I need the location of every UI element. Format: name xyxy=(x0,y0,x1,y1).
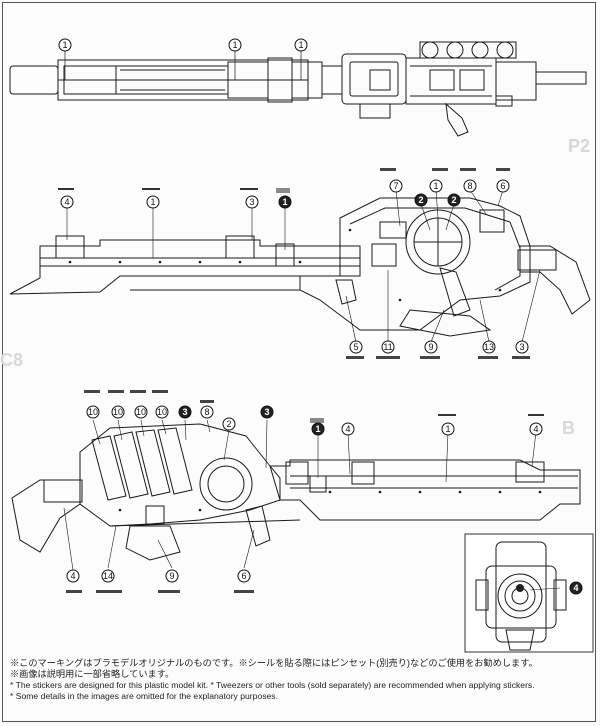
svg-text:1: 1 xyxy=(315,424,320,434)
note-sticker-ja: ※このマーキングはプラモデルオリジナルのものです。※シールを貼る際にはピンセット… xyxy=(10,658,538,668)
side-view-weapon-drawing-alt xyxy=(11,419,581,571)
svg-text:14: 14 xyxy=(103,571,113,581)
svg-text:1: 1 xyxy=(445,424,450,434)
callout-mid-4: 1 xyxy=(278,195,292,209)
svg-text:13: 13 xyxy=(484,342,494,352)
svg-text:4: 4 xyxy=(64,197,69,207)
callout-bot-11: 1 xyxy=(441,422,455,436)
svg-text:1: 1 xyxy=(282,197,287,207)
callout-bot-16: 6 xyxy=(237,569,251,583)
svg-text:11: 11 xyxy=(383,342,392,352)
side-view-weapon-drawing xyxy=(9,189,591,343)
svg-text:5: 5 xyxy=(353,342,358,352)
svg-text:9: 9 xyxy=(428,342,433,352)
callout-bot-1: 10 xyxy=(86,405,100,419)
callout-mid-10: 6 xyxy=(496,179,510,193)
svg-text:3: 3 xyxy=(182,407,187,417)
svg-text:10: 10 xyxy=(136,407,146,417)
callout-mid-5: 7 xyxy=(389,179,403,193)
callout-top-3: 1 xyxy=(294,38,308,52)
svg-text:4: 4 xyxy=(345,424,350,434)
callout-bot-15: 9 xyxy=(165,569,179,583)
callout-bot-13: 4 xyxy=(66,569,80,583)
callout-mid-1: 4 xyxy=(60,195,74,209)
callout-mid-11: 5 xyxy=(349,340,363,354)
svg-text:2: 2 xyxy=(451,195,456,205)
callout-bot-2: 10 xyxy=(111,405,125,419)
callout-bot-8: 3 xyxy=(260,405,274,419)
svg-text:10: 10 xyxy=(88,407,98,417)
svg-text:1: 1 xyxy=(62,40,67,50)
note-sticker-en: * The stickers are designed for this pla… xyxy=(10,680,535,690)
ghost-mark: C8 xyxy=(0,350,24,370)
svg-text:6: 6 xyxy=(500,181,505,191)
callout-bot-14: 14 xyxy=(101,569,115,583)
ghost-mark: P2 xyxy=(568,136,591,156)
callout-top-1: 1 xyxy=(58,38,72,52)
callout-inset: 4 xyxy=(569,581,583,595)
svg-text:1: 1 xyxy=(433,181,438,191)
callout-bot-6: 8 xyxy=(200,405,214,419)
svg-text:3: 3 xyxy=(264,407,269,417)
svg-text:3: 3 xyxy=(249,197,254,207)
callout-mid-9: 8 xyxy=(463,179,477,193)
top-view-weapon-drawing xyxy=(9,41,587,137)
ghost-mark: B xyxy=(562,418,575,438)
note-omitted-ja: ※画像は説明用に一部省略しています。 xyxy=(10,669,175,679)
callout-mid-12: 11 xyxy=(381,340,395,354)
callout-bot-9: 1 xyxy=(311,422,325,436)
svg-text:8: 8 xyxy=(204,407,209,417)
svg-text:8: 8 xyxy=(467,181,472,191)
svg-text:2: 2 xyxy=(418,195,423,205)
front-view-inset xyxy=(464,533,594,653)
svg-text:6: 6 xyxy=(241,571,246,581)
svg-text:4: 4 xyxy=(70,571,75,581)
callout-mid-7: 1 xyxy=(429,179,443,193)
callout-bot-4: 10 xyxy=(155,405,169,419)
callout-bot-5: 3 xyxy=(178,405,192,419)
callout-mid-3: 3 xyxy=(245,195,259,209)
svg-text:10: 10 xyxy=(113,407,123,417)
svg-text:3: 3 xyxy=(519,342,524,352)
svg-text:10: 10 xyxy=(157,407,167,417)
note-omitted-en: * Some details in the images are omitted… xyxy=(10,691,278,701)
callout-mid-13: 9 xyxy=(424,340,438,354)
notes-block: ※このマーキングはプラモデルオリジナルのものです。※シールを貼る際にはピンセット… xyxy=(10,658,590,702)
callout-mid-6: 2 xyxy=(414,193,428,207)
svg-text:9: 9 xyxy=(169,571,174,581)
svg-text:7: 7 xyxy=(393,181,398,191)
svg-text:1: 1 xyxy=(298,40,303,50)
svg-text:2: 2 xyxy=(226,419,231,429)
callout-mid-15: 3 xyxy=(515,340,529,354)
callout-bot-10: 4 xyxy=(341,422,355,436)
svg-text:4: 4 xyxy=(573,583,578,593)
callout-bot-3: 10 xyxy=(134,405,148,419)
svg-text:1: 1 xyxy=(150,197,155,207)
svg-text:4: 4 xyxy=(533,424,538,434)
callout-bot-12: 4 xyxy=(529,422,543,436)
sticker-marks xyxy=(58,168,544,593)
callout-mid-2: 1 xyxy=(146,195,160,209)
callout-mid-14: 13 xyxy=(482,340,496,354)
callout-bot-7: 2 xyxy=(222,417,236,431)
callout-top-2: 1 xyxy=(228,38,242,52)
callout-mid-8: 2 xyxy=(447,193,461,207)
svg-text:1: 1 xyxy=(232,40,237,50)
